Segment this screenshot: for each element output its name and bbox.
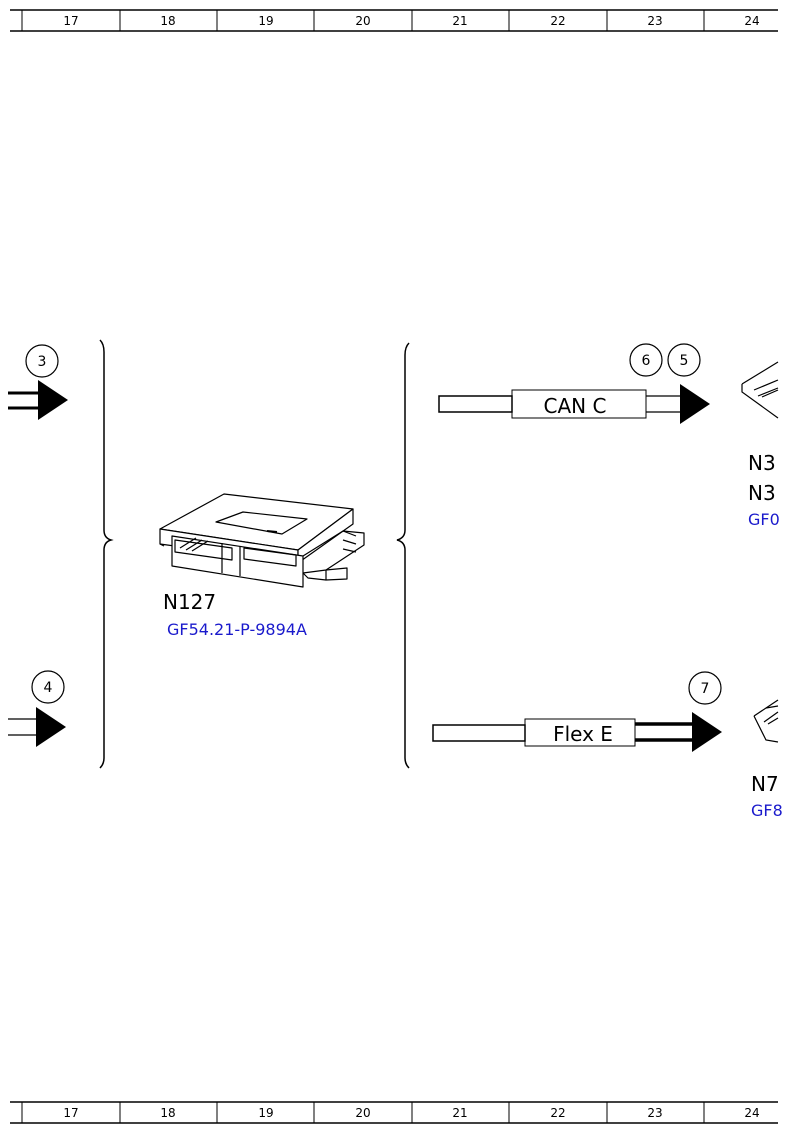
right-brace: [396, 342, 410, 769]
svg-text:3: 3: [38, 354, 47, 370]
left-brace: [99, 339, 114, 769]
svg-text:7: 7: [701, 681, 710, 697]
ruler-column-21: 21: [452, 1106, 467, 1120]
can-c-line: [438, 384, 710, 424]
ruler-column-23: 23: [647, 14, 662, 28]
ruler-column-18: 18: [160, 14, 175, 28]
ruler-column-19: 19: [258, 1106, 273, 1120]
ruler-column-19: 19: [258, 14, 273, 28]
ruler-column-17: 17: [63, 14, 78, 28]
callout-6: 6: [629, 343, 663, 377]
partial-module-icon-top: [741, 361, 779, 419]
svg-text:4: 4: [44, 680, 53, 696]
ruler-column-17: 17: [63, 1106, 78, 1120]
ruler-column-22: 22: [550, 14, 565, 28]
ruler-column-20: 20: [355, 1106, 370, 1120]
ruler-column-21: 21: [452, 14, 467, 28]
callout-4: 4: [31, 670, 65, 704]
ruler-column-23: 23: [647, 1106, 662, 1120]
top-ruler: 17 18 19 20 21 22 23 24: [10, 9, 778, 32]
partial-module-icon-bottom: [753, 699, 779, 743]
component-code-n7: N7: [751, 772, 779, 796]
ruler-column-24: 24: [744, 1106, 759, 1120]
svg-text:6: 6: [642, 353, 651, 369]
component-link-n3[interactable]: GF0: [748, 510, 780, 529]
ruler-column-24: 24: [744, 14, 759, 28]
svg-text:5: 5: [680, 353, 689, 369]
incoming-arrow-4: [8, 707, 66, 747]
incoming-arrow-3: [8, 380, 68, 420]
component-link-n7[interactable]: GF8: [751, 801, 783, 820]
callout-3: 3: [25, 344, 59, 378]
ruler-column-18: 18: [160, 1106, 175, 1120]
ruler-column-20: 20: [355, 14, 370, 28]
callout-7: 7: [688, 671, 722, 705]
bus-label-can-c: CAN C: [511, 389, 647, 419]
component-link-n127[interactable]: GF54.21-P-9894A: [167, 620, 307, 639]
callout-5: 5: [667, 343, 701, 377]
component-code-n3-line1: N3: [748, 451, 776, 475]
component-code-n3-line2: N3: [748, 481, 776, 505]
bus-label-flex-e: Flex E: [524, 718, 636, 747]
svg-text:CAN C: CAN C: [544, 394, 607, 418]
ruler-column-22: 22: [550, 1106, 565, 1120]
component-code-n127: N127: [163, 590, 216, 614]
bottom-ruler: 17 18 19 20 21 22 23 24: [10, 1101, 778, 1124]
control-unit-icon: [159, 493, 365, 588]
svg-text:Flex E: Flex E: [553, 722, 613, 746]
